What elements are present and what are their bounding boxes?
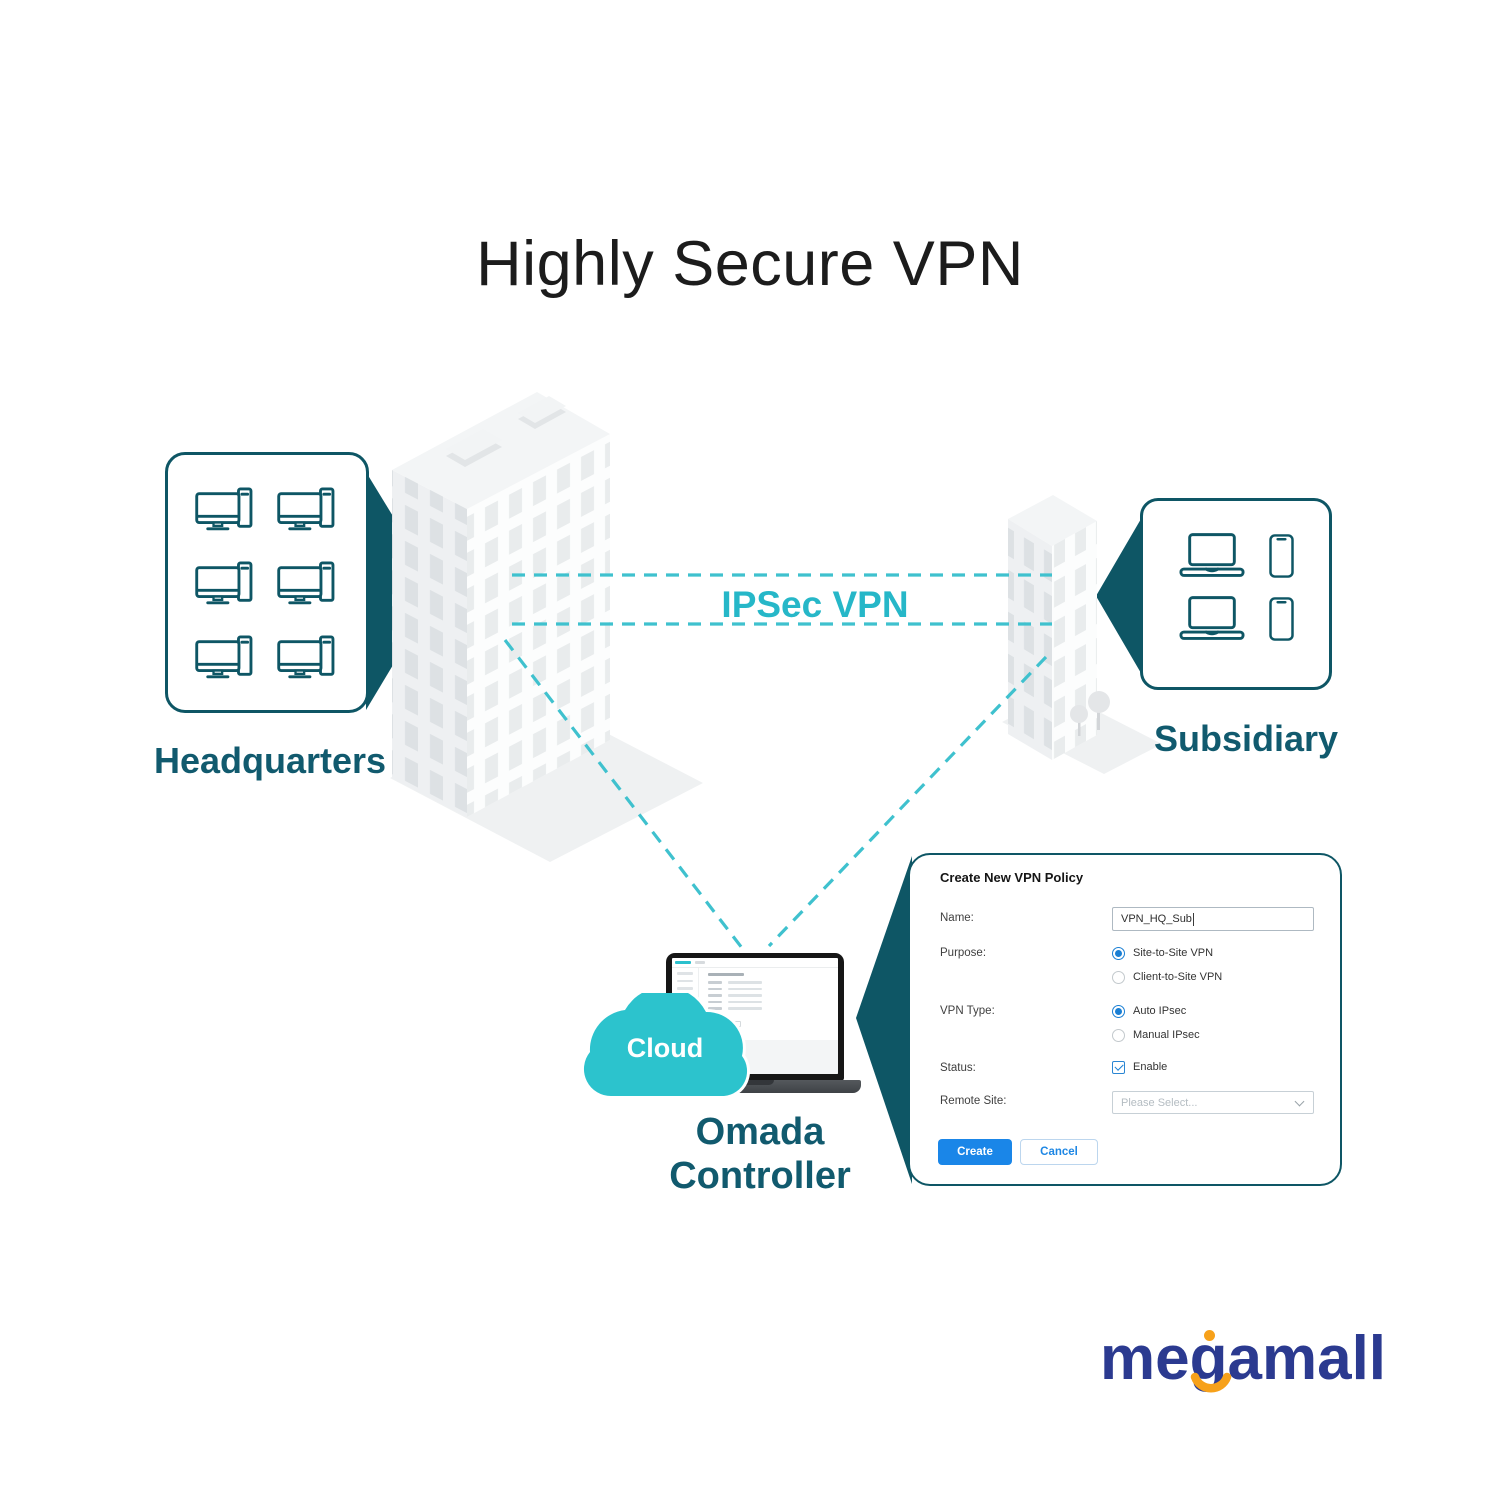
laptop-icon <box>1179 533 1245 578</box>
create-vpn-policy-panel: Create New VPN Policy Name: VPN_HQ_Sub P… <box>908 853 1342 1186</box>
megamall-logo: megamall <box>1100 1328 1420 1428</box>
purpose-label: Purpose: <box>940 947 987 959</box>
name-label: Name: <box>940 912 974 924</box>
checkbox-enable[interactable]: Enable <box>1112 1060 1167 1074</box>
chevron-down-icon <box>1294 1096 1305 1107</box>
name-input[interactable]: VPN_HQ_Sub <box>1112 907 1314 931</box>
subsidiary-callout-arrow <box>1096 512 1145 680</box>
ipsec-vpn-label: IPSec VPN <box>721 584 909 625</box>
radio-client-to-site-vpn[interactable]: Client-to-Site VPN <box>1112 970 1222 984</box>
cloud-label: Cloud <box>626 1033 704 1063</box>
radio-auto-ipsec[interactable]: Auto IPsec <box>1112 1004 1186 1018</box>
subsidiary-to-controller-line <box>767 655 1048 948</box>
desktop-pc-icon <box>195 487 257 535</box>
cancel-button[interactable]: Cancel <box>1020 1139 1098 1165</box>
laptop-icon <box>1179 596 1245 641</box>
desktop-pc-icon <box>195 561 257 609</box>
desktop-pc-icon <box>277 635 339 683</box>
cloud-icon <box>581 993 751 1100</box>
logo-smile-icon <box>1190 1372 1232 1393</box>
status-label: Status: <box>940 1062 976 1074</box>
form-callout-arrow <box>856 856 912 1184</box>
vpn-type-label: VPN Type: <box>940 1005 995 1017</box>
desktop-pc-icon <box>277 561 339 609</box>
subsidiary-devices-box <box>1140 498 1332 690</box>
page-title: Highly Secure VPN <box>476 229 1024 299</box>
checkbox-icon[interactable] <box>1112 1060 1125 1074</box>
headquarters-devices-box <box>165 452 369 713</box>
radio-site-to-site-vpn[interactable]: Site-to-Site VPN <box>1112 946 1213 960</box>
desktop-pc-icon <box>277 487 339 535</box>
logo-dot-icon <box>1204 1330 1215 1341</box>
radio-manual-ipsec[interactable]: Manual IPsec <box>1112 1028 1200 1042</box>
remote-site-label: Remote Site: <box>940 1095 1007 1107</box>
omada-controller-label: Omada Controller <box>669 1111 851 1198</box>
remote-site-select[interactable]: Please Select... <box>1112 1091 1314 1114</box>
smartphone-icon <box>1269 534 1294 578</box>
radio-icon[interactable] <box>1112 1028 1125 1042</box>
create-button[interactable]: Create <box>938 1139 1012 1165</box>
smartphone-icon <box>1269 597 1294 641</box>
megamall-logo-text: megamall <box>1100 1324 1387 1393</box>
text-caret <box>1192 912 1195 926</box>
radio-icon[interactable] <box>1112 1004 1125 1018</box>
radio-icon[interactable] <box>1112 946 1125 960</box>
radio-icon[interactable] <box>1112 970 1125 984</box>
name-input-value: VPN_HQ_Sub <box>1121 913 1192 925</box>
hq-building <box>392 392 610 817</box>
vpn-tunnel-lines <box>503 573 1052 949</box>
desktop-pc-icon <box>195 635 257 683</box>
subsidiary-building <box>1008 495 1110 760</box>
subsidiary-label: Subsidiary <box>1153 718 1339 759</box>
headquarters-label: Headquarters <box>153 740 387 781</box>
form-title: Create New VPN Policy <box>940 870 1084 885</box>
